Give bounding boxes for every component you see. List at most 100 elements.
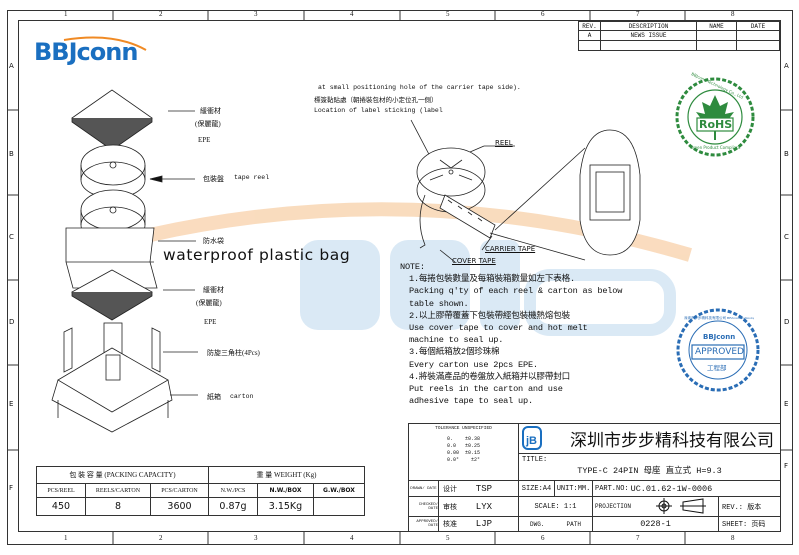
rohs-text: RoHS (699, 118, 733, 131)
col-label: 3 (254, 534, 258, 542)
weight-header: 重 量 WEIGHT (Kg) (208, 466, 365, 484)
notes-heading: NOTE: (400, 262, 425, 272)
notes-block: NOTE: 1.每捲包裝數量及每箱裝箱數量如左下表格. Packing q'ty… (400, 261, 622, 407)
value-cell: 3600 (150, 497, 209, 516)
projection-label: PROJECTION (595, 503, 632, 510)
scale-value: SCALE: 1:1 (518, 496, 593, 517)
drawn-by: TSP (475, 483, 492, 494)
row-label: F (9, 484, 14, 492)
label-cn: 包裝盤 (203, 175, 224, 183)
exploded-packing-diagram (51, 89, 198, 433)
col-label: 5 (446, 10, 450, 18)
note-line: Packing q'ty of each reel & carton as be… (409, 286, 623, 297)
col-label: 8 (731, 534, 735, 542)
value-cell: 0.87g (208, 497, 258, 516)
drawn-cn: 设计 (443, 484, 457, 493)
note-line: Put reels in the carton and use (409, 384, 563, 395)
label-cn: 防旋三角柱(4Pcs) (207, 349, 260, 357)
label-en: tape reel (234, 174, 270, 181)
column-header: PCS/REEL (36, 483, 86, 498)
rev-cell (600, 40, 697, 51)
label-en: EPE (204, 318, 217, 326)
part-no-cell: PART.NO: UC.01.62-1W-0006 (592, 480, 781, 497)
column-header: N.W./BOX (257, 483, 314, 498)
col-label: 1 (64, 534, 68, 542)
col-label: 2 (159, 534, 163, 542)
col-label: 3 (254, 10, 258, 18)
projection-symbol-icon (656, 498, 706, 514)
rev-cell (578, 40, 601, 51)
carrier-tape-label: CARRIER TAPE (485, 245, 536, 253)
checked-cell: 审核 LYX (438, 496, 519, 517)
column-header: REELS/CARTON (85, 483, 151, 498)
value-cell: 8 (85, 497, 151, 516)
reel-detail-diagram (410, 119, 641, 263)
row-label: D (784, 318, 790, 326)
label-cn: 防水袋 (203, 237, 224, 245)
col-label: 7 (636, 534, 640, 542)
approved-label: APPROVED/ DATE (408, 516, 439, 532)
tolerance-line: 0.0° ±2° (446, 457, 480, 463)
approved-text: APPROVED (695, 347, 744, 357)
label-sub: (保麗龍) (196, 299, 222, 307)
col-label: 6 (541, 10, 545, 18)
approved-logo: BBJconn (703, 333, 736, 341)
row-label: C (784, 233, 789, 241)
column-header: G.W./BOX (313, 483, 365, 498)
label-cn: 緩衝材 (200, 107, 221, 115)
rohs-stamp (675, 77, 755, 157)
row-label: F (784, 462, 789, 470)
company-logo-icon: jB (522, 426, 542, 450)
label-note: 標簽黏貼處（朝捲裝包材的小定位孔一側） (314, 97, 438, 104)
value-cell: 3.15Kg (257, 497, 314, 516)
label-en: carton (230, 393, 254, 400)
dwg-number: 0228-1 (592, 516, 719, 532)
value-cell (313, 497, 365, 516)
rev-label: REV.: 版本 (718, 496, 781, 517)
label-cn: 紙箱 (207, 393, 221, 401)
drawing-title: TYPE-C 24PIN 母座 直立式 H=9.3 (577, 466, 722, 476)
projection-cell: PROJECTION (592, 496, 719, 517)
col-label: 6 (541, 534, 545, 542)
note-line: 1.每捲包裝數量及每箱裝箱數量如左下表格. (409, 274, 575, 285)
label-sub: (保麗龍) (195, 120, 221, 128)
part-no-label: PART.NO: (595, 484, 629, 493)
col-label: 8 (731, 10, 735, 18)
row-label: E (9, 400, 14, 408)
row-label: A (784, 62, 789, 70)
row-label: B (784, 150, 789, 158)
title-row: TITLE: TYPE-C 24PIN 母座 直立式 H=9.3 (518, 453, 781, 481)
note-line: Use cover tape to cover and hot melt (409, 323, 588, 334)
note-line: 3.每個紙箱放2個珍珠棉 (409, 347, 500, 358)
approved-stamp (676, 308, 760, 392)
logo-text: BBJconn (34, 38, 138, 66)
capacity-header: 包 裝 容 量 (PACKING CAPACITY) (36, 466, 209, 484)
reel-label: REEL (495, 139, 513, 147)
tolerance-heading: TOLERANCE UNSPECIFIED (435, 426, 492, 431)
label-en-large: waterproof plastic bag (163, 246, 351, 264)
col-label: 7 (636, 10, 640, 18)
rev-cell (696, 40, 737, 51)
col-label: 4 (350, 534, 354, 542)
company-name: 深圳市步步精科技有限公司 (518, 423, 781, 454)
note-line: machine to seal up. (409, 335, 504, 346)
size-value: SIZE:A4 (518, 480, 555, 497)
column-header: N.W./PCS (208, 483, 258, 498)
col-label: 5 (446, 534, 450, 542)
column-header: PCS/CARTON (150, 483, 209, 498)
note-line: table shown. (409, 298, 469, 309)
checked-cn: 审核 (443, 502, 457, 511)
approved-ring: 深圳市步步精科技有限公司 BBJconn Technology Co., Ltd (684, 316, 754, 320)
tolerance-line: 0.0 ±0.25 (446, 443, 480, 449)
sheet-label: SHEET: 页码 (718, 516, 781, 532)
approved-cell: 核准 LJP (438, 516, 519, 532)
checked-label: CHECKED/ DATE (408, 496, 439, 517)
tolerance-box: TOLERANCE UNSPECIFIED 0. ±0.38 0.0 ±0.25… (408, 423, 519, 481)
label-note: Location of label sticking (label (314, 107, 443, 114)
note-line: 4.將裝滿產品的卷盤放入紙箱并以膠帶封口 (409, 371, 571, 382)
label-note: at small positioning hole of the carrier… (318, 84, 521, 91)
tolerance-line: 0.00 ±0.15 (446, 450, 480, 456)
label-en: EPE (198, 136, 211, 144)
row-label: B (9, 150, 14, 158)
